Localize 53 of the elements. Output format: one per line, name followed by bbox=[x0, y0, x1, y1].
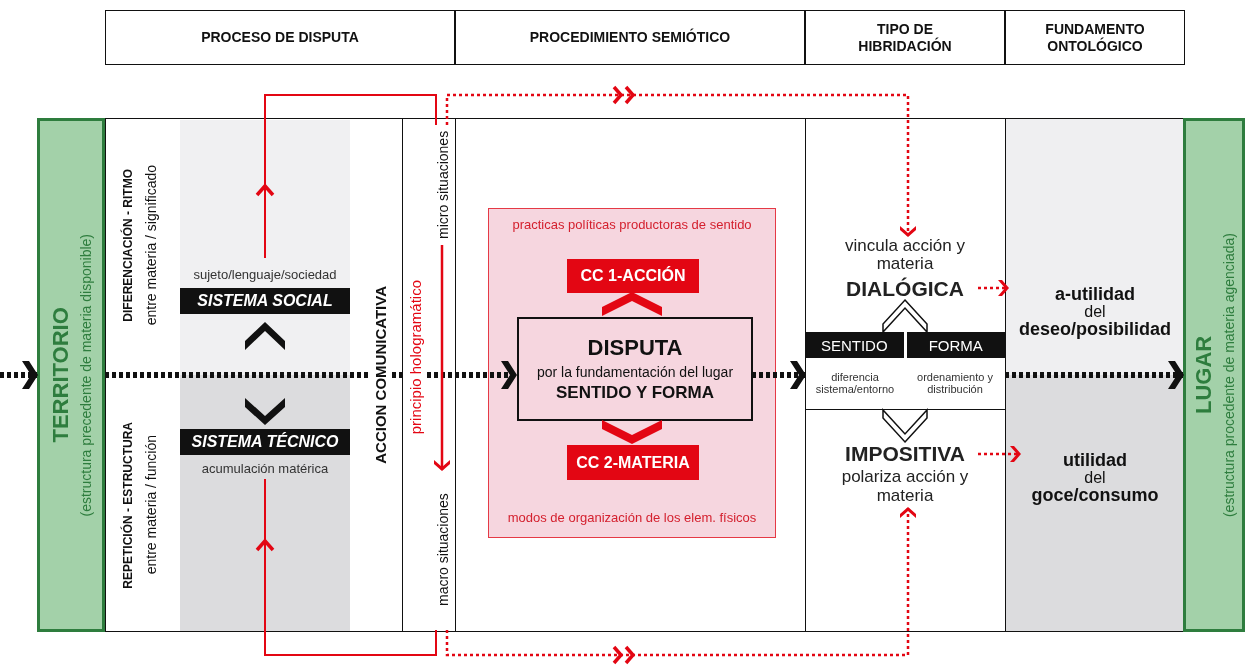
column-label: ACCION COMUNICATIVA bbox=[368, 286, 392, 464]
header-text: PROCEDIMIENTO SEMIÓTICO bbox=[529, 29, 731, 46]
end-band bbox=[1183, 118, 1245, 632]
system-caption: sujeto/lenguaje/sociedad bbox=[193, 266, 337, 282]
chevron-arrow bbox=[602, 292, 662, 316]
band-note: diferencia sistema/entorno bbox=[814, 371, 896, 396]
sense-form-band bbox=[805, 332, 1005, 410]
system-bar: SISTEMA TÉCNICO bbox=[180, 428, 350, 455]
utility-text: deseo/posibilidad bbox=[1019, 320, 1171, 340]
band-note: ordenamiento y distribución bbox=[916, 371, 994, 396]
utility-text: goce/consumo bbox=[1031, 486, 1159, 506]
dispute-box bbox=[517, 317, 753, 421]
hybrid-type: DIALÓGICA bbox=[846, 276, 964, 300]
edge-label: principio hologramático bbox=[403, 280, 427, 435]
header-text: PROCESO DE DISPUTA bbox=[201, 29, 359, 46]
utility-text: a-utilidad bbox=[1055, 284, 1135, 304]
column-label: entre materia / función bbox=[143, 435, 159, 575]
panel-caption: modos de organización de los elem. físicos bbox=[506, 510, 758, 525]
utility-text: utilidad bbox=[1063, 450, 1127, 470]
band-heading: SENTIDO bbox=[805, 332, 904, 358]
semiotic-panel bbox=[488, 208, 776, 538]
end-band bbox=[37, 118, 105, 632]
hybrid-description: polariza acción y materia bbox=[840, 468, 970, 506]
column-label: DIFERENCIACIÓN - RITMO bbox=[121, 168, 135, 322]
hybrid-description: vincula acción y materia bbox=[844, 236, 966, 274]
situation-label: micro situaciones bbox=[430, 125, 455, 245]
dispute-subtitle: SENTIDO Y FORMA bbox=[555, 383, 715, 403]
column-header bbox=[1005, 10, 1185, 65]
column-header bbox=[455, 10, 805, 65]
chevron-arrow bbox=[882, 408, 928, 444]
system-caption: acumulación matérica bbox=[201, 460, 329, 476]
chevron-arrow bbox=[882, 298, 928, 334]
chevron-arrow bbox=[245, 322, 285, 350]
chevron-arrow bbox=[245, 398, 285, 425]
hybrid-type: IMPOSITIVA bbox=[845, 442, 965, 466]
panel-caption: practicas políticas productoras de sentido bbox=[511, 217, 753, 232]
chevron-arrow bbox=[602, 420, 662, 444]
utility-text: del bbox=[1084, 469, 1106, 487]
column-header bbox=[105, 10, 455, 65]
header-text: FUNDAMENTO ONTOLÓGICO bbox=[1044, 20, 1146, 55]
situation-label: macro situaciones bbox=[430, 470, 455, 630]
dispute-subtitle: por la fundamentación del lugar bbox=[536, 364, 734, 380]
column-header bbox=[805, 10, 1005, 65]
system-bar: SISTEMA SOCIAL bbox=[180, 287, 350, 314]
utility-text: del bbox=[1084, 303, 1106, 321]
dispute-title: DISPUTA bbox=[587, 335, 683, 361]
band-subtitle: (estructura precedente de materia disponible) bbox=[78, 233, 94, 517]
column-label: REPETICIÓN - ESTRUCTURA bbox=[121, 421, 135, 589]
header-text: TIPO DE HIBRIDACIÓN bbox=[857, 20, 953, 55]
band-subtitle: (estructura procedente de materia agenciada) bbox=[1221, 232, 1237, 518]
band-title: TERRITORIO bbox=[48, 307, 74, 443]
band-title: LUGAR bbox=[1191, 335, 1217, 415]
column-label: entre materia / significado bbox=[143, 164, 159, 326]
